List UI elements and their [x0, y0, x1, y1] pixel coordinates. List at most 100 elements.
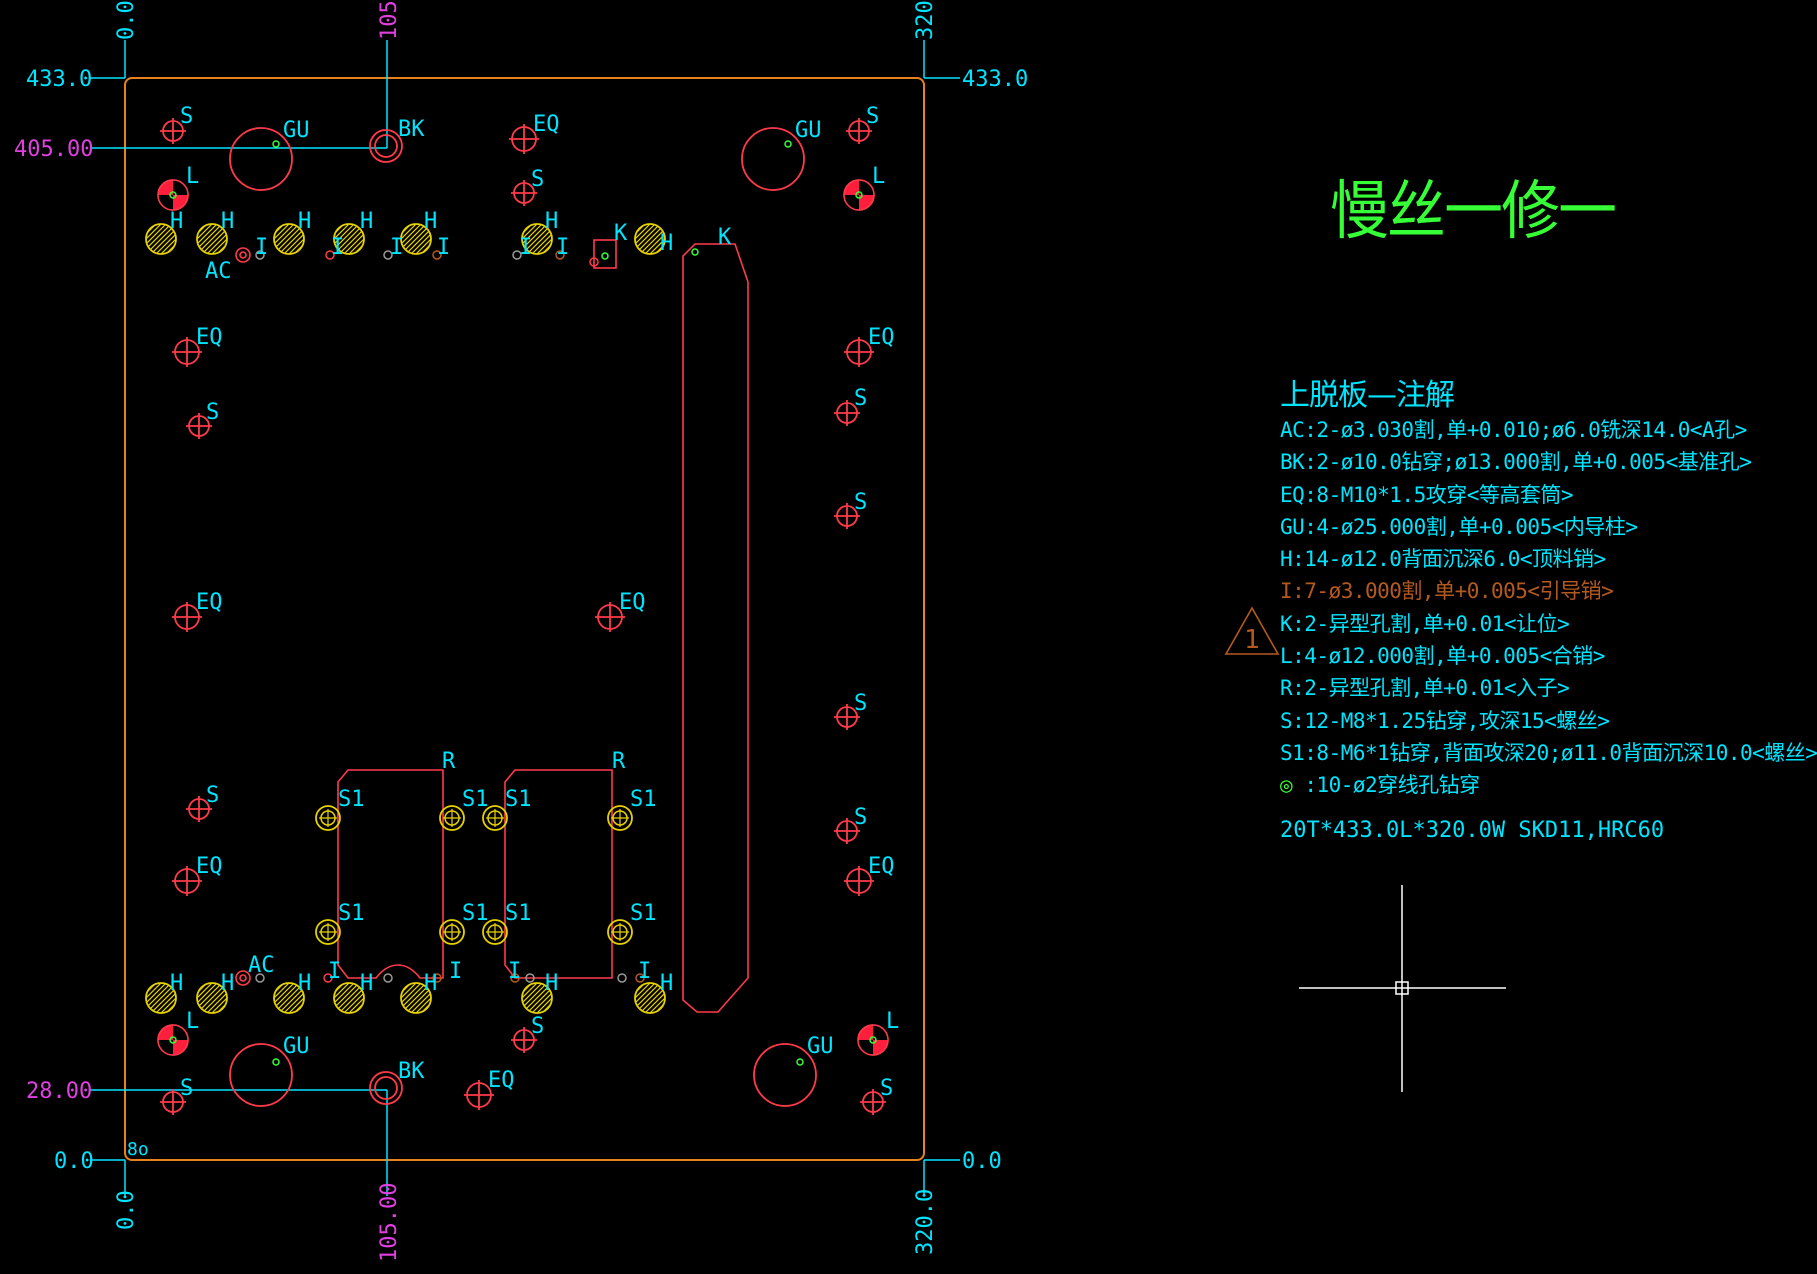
eq-label: EQ [868, 854, 895, 879]
h-hole [634, 223, 666, 255]
l-label: L [872, 164, 885, 189]
dim-top-left-x: 0.0 [114, 0, 139, 40]
s-hole [186, 413, 212, 439]
h-label: H [545, 209, 558, 234]
note-r: R:2-异型孔割,单+0.01<入子> [1280, 676, 1570, 701]
h-hole [400, 223, 432, 255]
eq-label: EQ [196, 590, 223, 615]
ac-label: AC [248, 953, 275, 978]
s-hole [834, 400, 860, 426]
s-label: S [866, 104, 879, 129]
note-l: L:4-ø12.000割,单+0.005<合销> [1280, 644, 1605, 669]
bk-hole [369, 1071, 403, 1105]
bk-holes [369, 129, 403, 1105]
small-hole [510, 973, 520, 983]
eq-label: EQ [488, 1068, 515, 1093]
s1-label: S1 [505, 901, 532, 926]
h-hole [333, 982, 365, 1014]
h-label: H [221, 971, 234, 996]
revision-number: 1 [1244, 625, 1260, 655]
s1-label: S1 [462, 787, 489, 812]
dimension-lines [90, 40, 960, 1196]
i-label: I [331, 235, 344, 260]
k-slot-outline[interactable] [682, 243, 749, 1013]
note-i: I:7-ø3.000割,单+0.005<引导销> [1280, 579, 1614, 604]
dimension-lines-magenta [90, 40, 388, 1196]
s1-hole [607, 805, 633, 831]
l-label: L [886, 1009, 899, 1034]
r-label: R [612, 749, 626, 774]
s-label: S [854, 490, 867, 515]
h-label: H [360, 971, 373, 996]
gu-holes [229, 127, 817, 1107]
gu-label: GU [283, 118, 310, 143]
i-label: I [437, 235, 450, 260]
s-label: S [531, 1014, 544, 1039]
bk-label: BK [398, 1059, 425, 1084]
i-label: I [328, 959, 341, 984]
r-pocket-right[interactable] [504, 769, 613, 979]
small-hole [432, 973, 442, 983]
dim-left-405: 405.00 [14, 137, 93, 162]
material-spec: 20T*433.0L*320.0W SKD11,HRC60 [1280, 817, 1665, 843]
r-pocket-left[interactable] [337, 769, 444, 979]
note-wire-holes-text: :10-ø2穿线孔钻穿 [1304, 773, 1480, 798]
eq-hole [172, 602, 202, 632]
l-hole [157, 179, 189, 211]
small-hole [617, 973, 627, 983]
s-hole [846, 118, 872, 144]
k-small-pocket[interactable] [593, 239, 617, 269]
k-small-point [601, 252, 609, 260]
h-hole [273, 223, 305, 255]
s-hole [511, 180, 537, 206]
h-counterbore-holes [145, 223, 666, 1014]
s-label: S [180, 104, 193, 129]
s1-label: S1 [462, 901, 489, 926]
i-label: I [508, 959, 521, 984]
h-hole [521, 982, 553, 1014]
gu-label: GU [807, 1034, 834, 1059]
h-label: H [545, 971, 558, 996]
crosshair-cursor[interactable] [1299, 885, 1506, 1092]
dim-top-right-x: 320.0 [913, 0, 938, 40]
i-label: I [556, 235, 569, 260]
gu-hole [229, 1043, 293, 1107]
small-hole [525, 973, 535, 983]
cad-drawing-canvas[interactable]: 0.0 105.00 320.0 433.0 433.0 405.00 28.0… [0, 0, 1690, 1274]
wire-hole-symbol-icon: ◎ [1280, 773, 1293, 798]
note-eq: EQ:8-M10*1.5攻穿<等高套筒> [1280, 482, 1574, 507]
ac-holes [235, 247, 251, 986]
dim-bottom-mid-x: 105.00 [377, 1183, 402, 1262]
l-hole [157, 1024, 189, 1056]
s-label: S [531, 167, 544, 192]
eq-hole [509, 124, 539, 154]
small-hole [635, 973, 645, 983]
h-hole [521, 223, 553, 255]
s-hole [160, 1089, 186, 1115]
s-label: S [206, 400, 219, 425]
bk-label: BK [398, 117, 425, 142]
s1-hole [482, 919, 508, 945]
i-label: I [449, 959, 462, 984]
h-label: H [170, 971, 183, 996]
dim-bottom-left-x: 0.0 [114, 1190, 139, 1230]
r-label: R [442, 749, 456, 774]
small-hole [589, 257, 599, 267]
small-hole [432, 250, 442, 260]
s-label: S [854, 691, 867, 716]
note-bk: BK:2-ø10.0钻穿;ø13.000割,单+0.005<基准孔> [1280, 450, 1752, 475]
l-label: L [186, 1009, 199, 1034]
l-hole [857, 1024, 889, 1056]
note-s: S:12-M8*1.25钻穿,攻深15<螺丝> [1280, 708, 1610, 733]
s1-label: S1 [338, 901, 365, 926]
note-ac: AC:2-ø3.030割,单+0.010;ø6.0铣深14.0<A孔> [1280, 418, 1747, 442]
s-hole [160, 118, 186, 144]
l-dowel-holes [157, 179, 889, 1056]
small-hole [323, 973, 333, 983]
small-hole [555, 250, 565, 260]
gu-hole [741, 127, 805, 191]
s1-screw-holes [315, 805, 633, 945]
small-hole [255, 973, 265, 983]
s-hole [186, 796, 212, 822]
s-label: S [854, 805, 867, 830]
